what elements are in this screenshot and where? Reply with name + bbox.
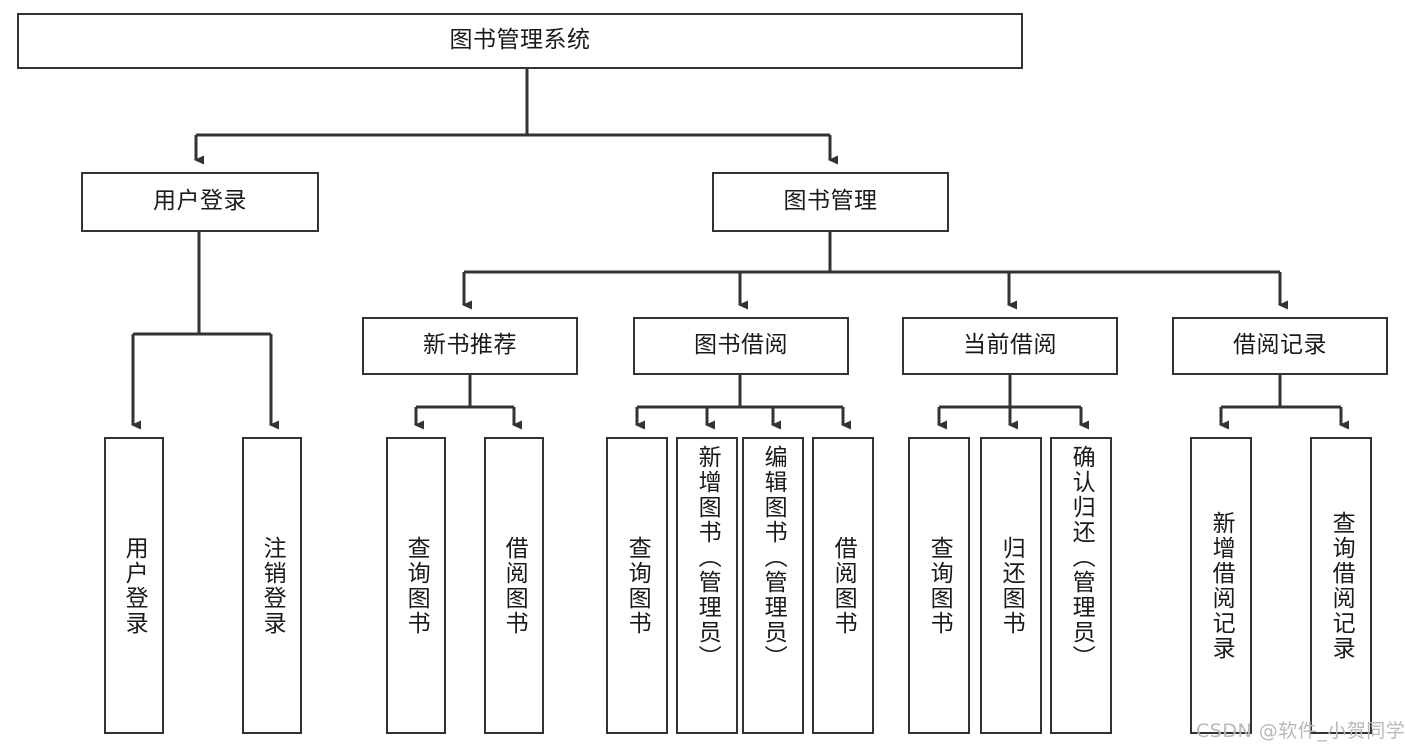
node-leaf-query-book-2[interactable]: 查询图书 [606, 437, 668, 734]
node-label: 编辑图书（管理员） [760, 445, 787, 670]
node-leaf-logout-login[interactable]: 注销登录 [242, 437, 302, 734]
node-label: 图书管理 [783, 188, 878, 215]
node-leaf-query-borrow-record[interactable]: 查询借阅记录 [1310, 437, 1372, 734]
node-current-borrow[interactable]: 当前借阅 [902, 317, 1118, 375]
node-book-management[interactable]: 图书管理 [712, 172, 949, 232]
node-leaf-query-book-3[interactable]: 查询图书 [908, 437, 970, 734]
node-label: 借阅图书 [830, 535, 857, 636]
node-label: 当前借阅 [963, 332, 1057, 359]
node-user-login[interactable]: 用户登录 [81, 172, 319, 232]
node-leaf-borrow-book-1[interactable]: 借阅图书 [484, 437, 544, 734]
node-leaf-query-book-1[interactable]: 查询图书 [386, 437, 446, 734]
node-leaf-edit-book-admin[interactable]: 编辑图书（管理员） [742, 437, 804, 734]
node-leaf-add-book-admin[interactable]: 新增图书（管理员） [676, 437, 738, 734]
node-label: 新增图书（管理员） [694, 445, 721, 670]
node-label: 查询图书 [926, 535, 953, 636]
node-label: 查询图书 [403, 535, 430, 636]
node-label: 注销登录 [259, 535, 286, 636]
node-book-borrow[interactable]: 图书借阅 [633, 317, 849, 375]
node-label: 确认归还（管理员） [1068, 445, 1095, 670]
node-label: 借阅记录 [1233, 332, 1327, 359]
watermark: CSDN @软件_小贺同学 [1196, 720, 1405, 742]
node-borrow-record[interactable]: 借阅记录 [1172, 317, 1388, 375]
node-leaf-user-login[interactable]: 用户登录 [104, 437, 164, 734]
node-leaf-confirm-return-admin[interactable]: 确认归还（管理员） [1050, 437, 1112, 734]
node-label: 查询借阅记录 [1328, 510, 1355, 661]
node-leaf-add-borrow-record[interactable]: 新增借阅记录 [1190, 437, 1252, 734]
node-new-book-recommend[interactable]: 新书推荐 [362, 317, 578, 375]
node-label: 借阅图书 [501, 535, 528, 636]
node-label: 图书管理系统 [449, 27, 591, 54]
node-label: 新增借阅记录 [1208, 510, 1235, 661]
node-label: 新书推荐 [423, 332, 517, 359]
node-label: 查询图书 [624, 535, 651, 636]
node-label: 归还图书 [998, 535, 1025, 636]
node-leaf-borrow-book-2[interactable]: 借阅图书 [812, 437, 874, 734]
node-label: 用户登录 [121, 535, 148, 636]
node-label: 图书借阅 [694, 332, 788, 359]
node-label: 用户登录 [153, 188, 247, 215]
node-root-system[interactable]: 图书管理系统 [17, 13, 1023, 69]
node-leaf-return-book[interactable]: 归还图书 [980, 437, 1042, 734]
